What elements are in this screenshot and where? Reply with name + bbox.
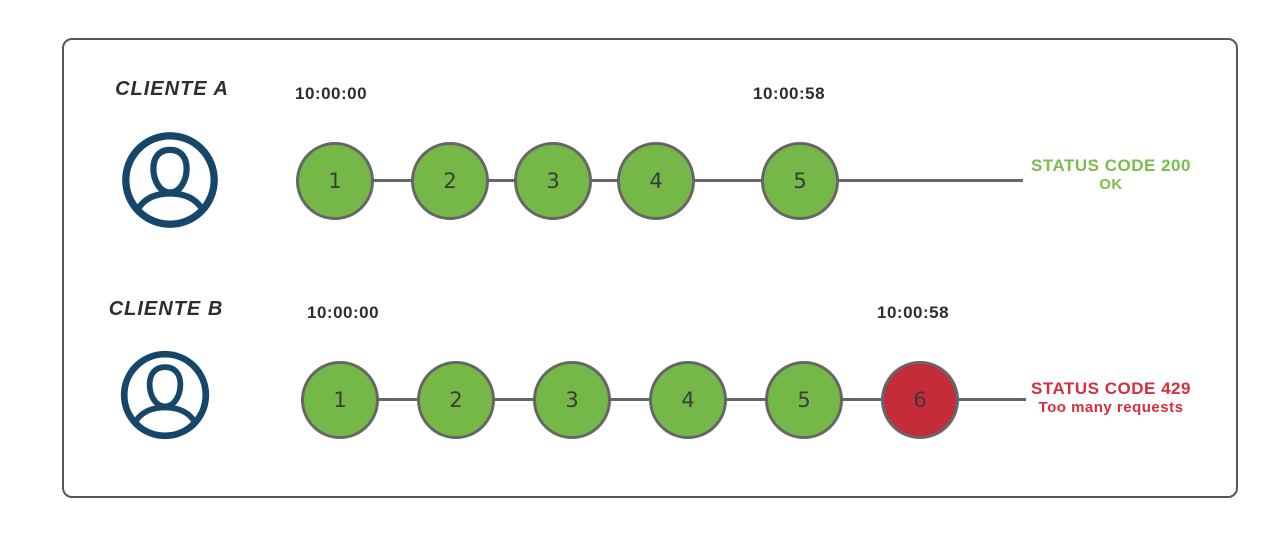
request-node: 5 bbox=[761, 142, 839, 220]
client-a-status: STATUS CODE 200 OK bbox=[1026, 155, 1196, 195]
request-node: 3 bbox=[533, 361, 611, 439]
request-node: 3 bbox=[514, 142, 592, 220]
client-b-label: CLIENTE B bbox=[108, 298, 224, 320]
status-code-text: STATUS CODE 429 bbox=[1031, 379, 1191, 398]
user-avatar-icon bbox=[118, 128, 222, 232]
request-node-rejected: 6 bbox=[881, 361, 959, 439]
request-node: 5 bbox=[765, 361, 843, 439]
request-node: 1 bbox=[296, 142, 374, 220]
request-node: 2 bbox=[411, 142, 489, 220]
request-node: 1 bbox=[301, 361, 379, 439]
client-b-status: STATUS CODE 429 Too many requests bbox=[1026, 378, 1196, 418]
status-message-text: OK bbox=[1099, 176, 1123, 194]
diagram-frame bbox=[62, 38, 1238, 498]
request-node: 4 bbox=[617, 142, 695, 220]
user-avatar-icon bbox=[117, 347, 213, 443]
client-a-label: CLIENTE A bbox=[115, 78, 229, 100]
client-b-start-time: 10:00:00 bbox=[307, 303, 380, 322]
status-message-text: Too many requests bbox=[1038, 399, 1184, 417]
request-node: 2 bbox=[417, 361, 495, 439]
client-a-start-time: 10:00:00 bbox=[295, 84, 368, 103]
request-node: 4 bbox=[649, 361, 727, 439]
client-a-end-time: 10:00:58 bbox=[753, 84, 826, 103]
client-b-end-time: 10:00:58 bbox=[877, 303, 950, 322]
status-code-text: STATUS CODE 200 bbox=[1031, 156, 1191, 175]
